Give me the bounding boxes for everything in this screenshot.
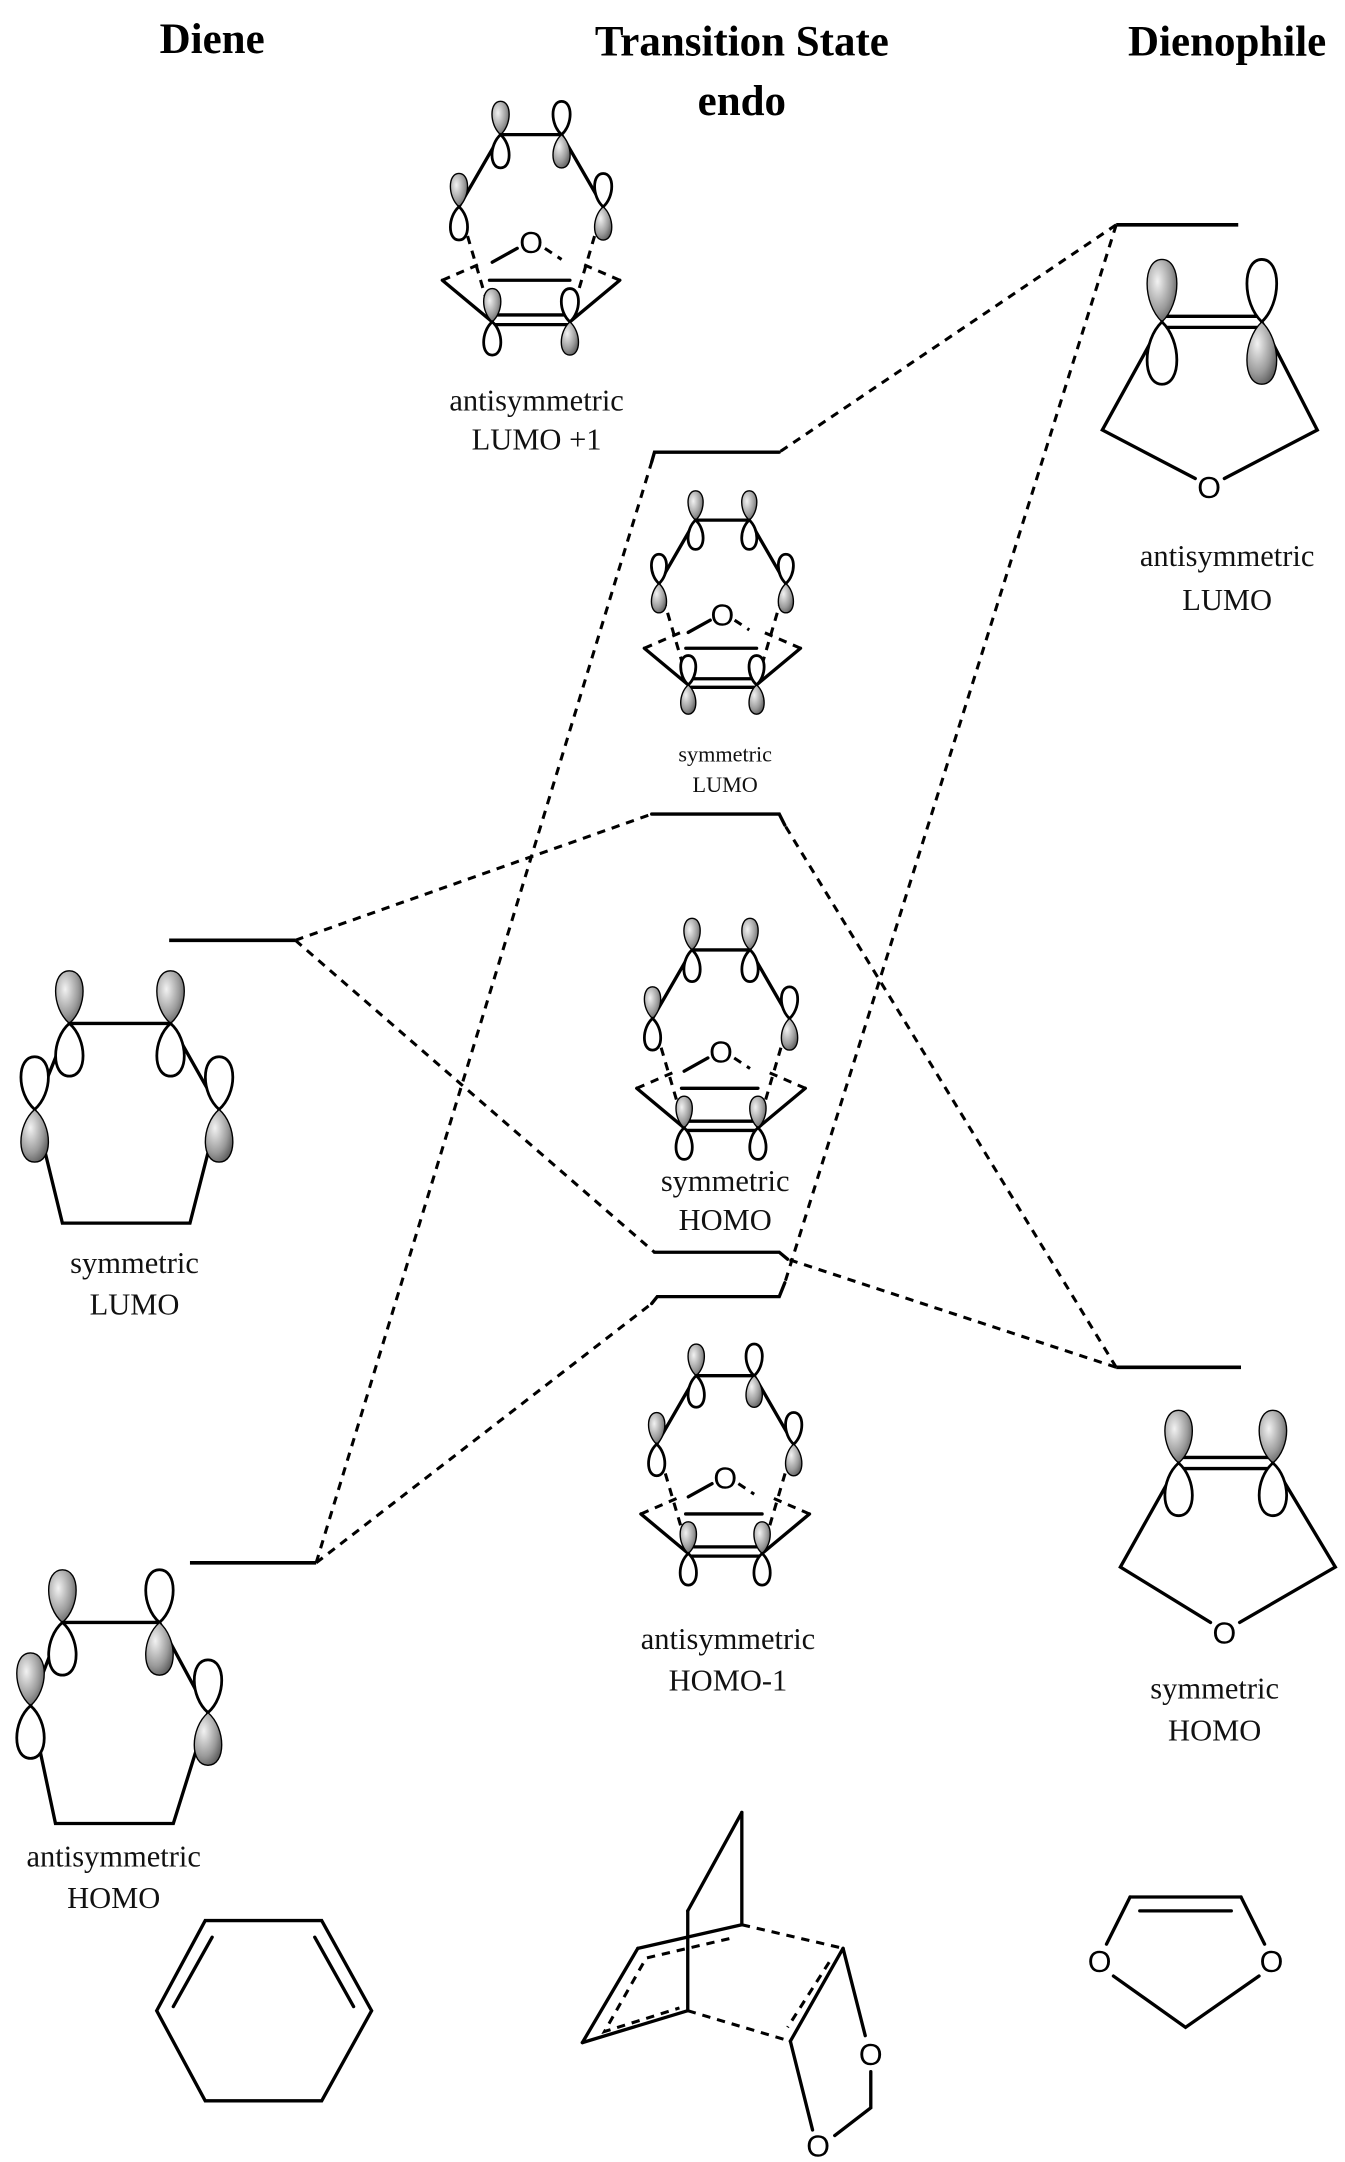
p-orbital-icon — [193, 1658, 223, 1766]
p-orbital-icon — [449, 172, 469, 242]
p-orbital-icon — [674, 1095, 694, 1161]
p-orbital-icon — [47, 1569, 78, 1677]
ts-homo-name: HOMO — [679, 1203, 772, 1237]
oxygen-atom: O — [1260, 1945, 1284, 1979]
dienophile-lumo-symmetry: antisymmetric — [1140, 539, 1314, 573]
p-orbital-icon — [679, 654, 698, 715]
p-orbital-icon — [54, 970, 85, 1078]
level-ts-lumo — [650, 450, 781, 464]
p-orbital-icon — [744, 1342, 764, 1408]
corr-line — [787, 1257, 1117, 1369]
header-diene: Diene — [160, 16, 265, 63]
diene-homo-structure — [15, 1568, 223, 1826]
p-orbital-icon — [1163, 1409, 1194, 1518]
level-ts-homo — [650, 812, 787, 827]
ts-lumo-plus1-symmetry: antisymmetric — [449, 384, 623, 418]
p-orbital-icon — [747, 654, 766, 715]
p-orbital-icon — [19, 1055, 50, 1163]
p-orbital-icon — [204, 1055, 235, 1163]
oxygen-atom: O — [1197, 471, 1221, 505]
p-orbital-icon — [490, 100, 511, 170]
corr-line — [314, 461, 654, 1564]
p-orbital-icon — [682, 917, 702, 983]
corr-line — [294, 939, 656, 1254]
diene-homo-name: HOMO — [67, 1881, 160, 1915]
p-orbital-icon — [784, 1411, 804, 1477]
energy-levels — [169, 222, 1242, 1565]
p-orbital-icon — [559, 287, 580, 356]
p-orbital-icon — [748, 1095, 768, 1161]
level-ts-homo-lower — [652, 1250, 790, 1261]
header-dienophile: Dienophile — [1128, 19, 1326, 66]
p-orbital-icon — [1145, 258, 1179, 386]
header-transition-state: Transition State — [595, 19, 889, 66]
ts-lumo-structure: O — [642, 490, 803, 715]
p-orbital-icon — [144, 1568, 175, 1676]
diene-lumo-name: LUMO — [90, 1288, 180, 1322]
ts-homo-symmetry: symmetric — [661, 1164, 790, 1198]
p-orbital-icon — [686, 490, 705, 551]
corr-line — [783, 224, 1118, 1284]
dienophile-homo-name: HOMO — [1168, 1713, 1261, 1747]
p-orbital-icon — [678, 1521, 698, 1587]
ts-lumo-symmetry: symmetric — [678, 741, 772, 766]
p-orbital-icon — [686, 1343, 706, 1409]
p-orbital-icon — [779, 985, 800, 1051]
corr-line — [294, 812, 653, 942]
dienophile-homo-structure: O — [1118, 1409, 1338, 1651]
p-orbital-icon — [740, 490, 759, 551]
dienophile-lumo-name: LUMO — [1182, 583, 1272, 617]
dioxole-structure: O O — [1088, 1895, 1284, 2030]
p-orbital-icon — [776, 552, 795, 614]
ts-lumo-name: LUMO — [693, 772, 758, 797]
ts-lumo-plus1-name: LUMO +1 — [472, 422, 602, 456]
cyclohexadiene-structure — [154, 1918, 374, 2103]
corr-line — [783, 824, 1118, 1369]
p-orbital-icon — [643, 986, 663, 1052]
ts-homo-minus1-symmetry: antisymmetric — [641, 1622, 815, 1656]
dienophile-lumo-structure: O — [1100, 258, 1320, 505]
oxygen-atom: O — [519, 226, 543, 260]
diene-lumo-symmetry: symmetric — [70, 1246, 199, 1280]
p-orbital-icon — [482, 287, 503, 357]
p-orbital-icon — [740, 917, 760, 983]
corr-line — [315, 1302, 653, 1565]
ts-homo-minus1-structure: O — [639, 1342, 812, 1587]
oxygen-atom: O — [1212, 1617, 1236, 1651]
header-endo: endo — [698, 78, 786, 125]
oxygen-atom: O — [711, 598, 735, 632]
bicyclic-transition-structure: O O — [580, 1810, 883, 2162]
p-orbital-icon — [15, 1652, 46, 1760]
ts-lumo-plus1-structure: O — [440, 99, 622, 357]
p-orbital-icon — [647, 1411, 667, 1478]
p-orbital-icon — [650, 552, 668, 614]
level-ts-homo-minus1 — [650, 1281, 787, 1306]
p-orbital-icon — [593, 172, 614, 241]
oxygen-atom: O — [859, 2038, 883, 2072]
p-orbital-icon — [1257, 1409, 1288, 1518]
diene-homo-symmetry: antisymmetric — [26, 1840, 200, 1874]
oxygen-atom: O — [713, 1461, 737, 1495]
oxygen-atom: O — [709, 1036, 733, 1070]
correlation-lines — [294, 223, 1118, 1565]
corr-line — [778, 223, 1118, 454]
oxygen-atom: O — [1088, 1945, 1112, 1979]
ts-homo-structure: O — [635, 917, 807, 1161]
oxygen-atom: O — [806, 2130, 830, 2162]
p-orbital-icon — [752, 1521, 772, 1587]
p-orbital-icon — [155, 970, 186, 1078]
dienophile-homo-symmetry: symmetric — [1150, 1672, 1279, 1706]
diene-lumo-structure — [19, 970, 235, 1225]
p-orbital-icon — [1245, 258, 1279, 385]
ts-homo-minus1-name: HOMO-1 — [669, 1663, 788, 1697]
p-orbital-icon — [551, 99, 572, 169]
